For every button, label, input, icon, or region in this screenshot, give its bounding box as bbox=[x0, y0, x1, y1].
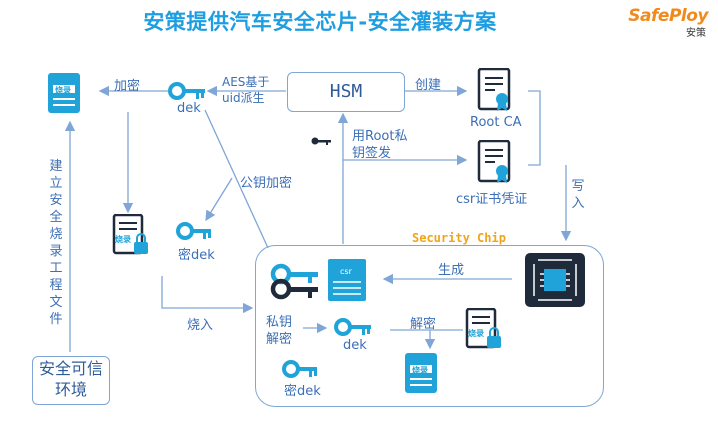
burn-in-label: 烧入 bbox=[187, 318, 214, 333]
decrypted-file-tag: 烧录 bbox=[412, 366, 428, 375]
privkey-decrypt-label: 私钥解密 bbox=[266, 315, 293, 347]
chip-icon bbox=[525, 253, 585, 307]
chip-enc-dek-key-icon bbox=[282, 360, 317, 378]
burn-file-icon bbox=[48, 73, 80, 113]
logo-text: SafePloy bbox=[628, 6, 708, 26]
pubkey-encrypt-label: 公钥加密 bbox=[240, 176, 293, 191]
locked-file-icon bbox=[112, 214, 148, 255]
key-pair-icon bbox=[270, 263, 318, 300]
build-file-label: 建立安全烧录工程文件 bbox=[49, 159, 63, 327]
small-key-icon bbox=[311, 137, 331, 145]
enc-dek-key-icon bbox=[176, 222, 211, 240]
page-title: 安策提供汽车安全芯片-安全灌装方案 bbox=[143, 10, 497, 34]
safeploy-logo: SafePloy 安策 bbox=[616, 6, 708, 39]
secure-env-box: 安全可信环境 bbox=[32, 356, 110, 405]
dek-chip-line bbox=[204, 109, 269, 249]
burn-file-tag: 烧录 bbox=[55, 86, 71, 95]
logo-subtext: 安策 bbox=[686, 28, 706, 39]
encrypt-label: 加密 bbox=[114, 79, 141, 94]
chip-locked-file-icon bbox=[465, 308, 501, 349]
root-ca-label: Root CA bbox=[470, 115, 522, 130]
chip-locked-file-tag: 烧录 bbox=[468, 329, 484, 338]
burn-in-arrow bbox=[161, 276, 254, 314]
root-ca-certificate-icon bbox=[477, 68, 511, 111]
chip-dek-key-icon bbox=[334, 318, 371, 336]
chip-enc-dek-label: 密dek bbox=[284, 384, 321, 399]
security-chip-title: Security Chip bbox=[412, 231, 506, 245]
generate-label: 生成 bbox=[438, 263, 465, 278]
csr-cert-label: csr证书凭证 bbox=[456, 192, 528, 207]
dek-key-icon bbox=[168, 82, 205, 100]
dek-top-label: dek bbox=[177, 101, 201, 116]
chip-dek-label: dek bbox=[343, 338, 367, 353]
create-label: 创建 bbox=[415, 78, 442, 93]
csr-certificate-icon bbox=[477, 140, 511, 183]
locked-file-tag: 烧录 bbox=[115, 235, 131, 244]
csr-doc-tag: csr bbox=[340, 267, 352, 276]
csr-doc-icon bbox=[328, 259, 366, 301]
enc-dek-label: 密dek bbox=[178, 248, 215, 263]
hsm-box: HSM bbox=[287, 72, 405, 112]
security-chip-box bbox=[255, 245, 604, 407]
root-sign-label: 用Root私钥签发 bbox=[352, 129, 408, 161]
write-in-label: 写入 bbox=[571, 179, 585, 211]
cert-bracket bbox=[528, 90, 541, 166]
decrypted-file-icon bbox=[405, 353, 437, 393]
pubkey-encrypt-arrow bbox=[205, 177, 233, 222]
aes-derive-label: AES基于uid派生 bbox=[222, 75, 270, 105]
decrypt-label: 解密 bbox=[410, 317, 437, 332]
